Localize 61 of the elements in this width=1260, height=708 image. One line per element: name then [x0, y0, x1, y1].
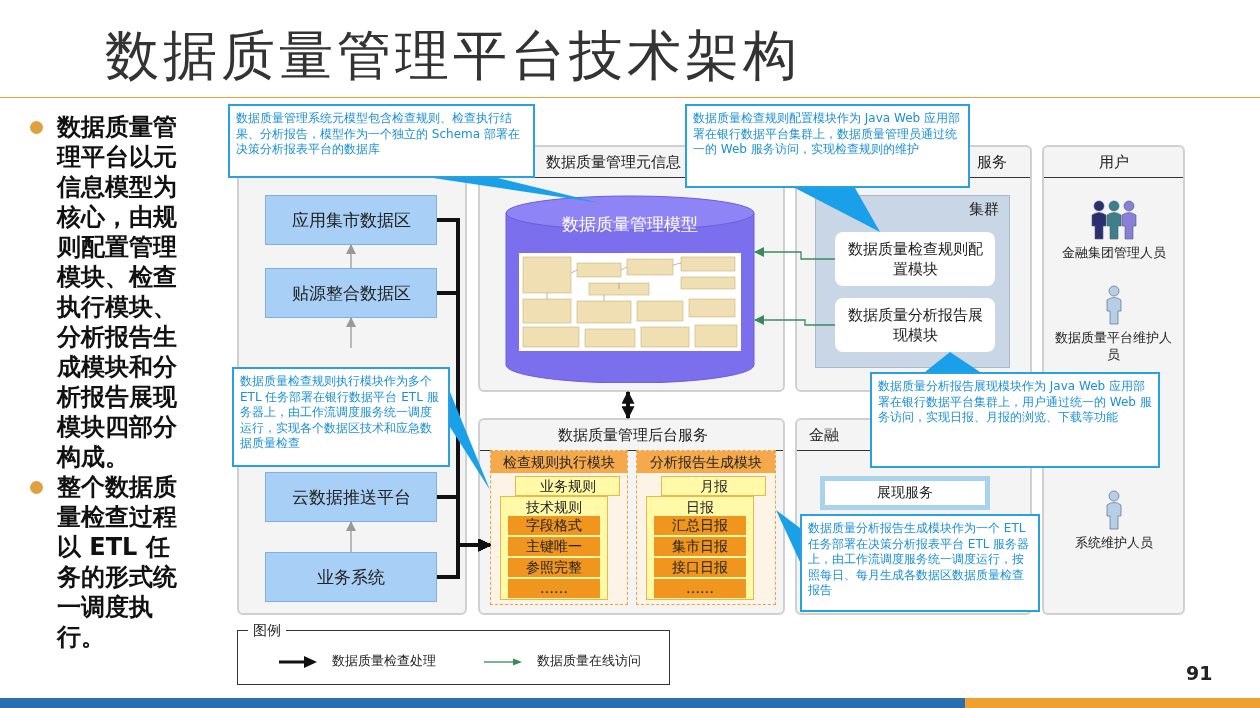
- callout-tooltip: 数据质量管理系统元模型包含检查规则、检查执行结果、分析报告，模型作为一个独立的 Schema 部署在决策分析报表平台的数据库: [228, 104, 535, 178]
- person-label: 金融集团管理人员: [1061, 244, 1166, 261]
- bullet-text: 数据质量管理平台以元信息模型为核心，由规则配置管理模块、检查执行模块、分析报告生成模块和分析报告展现模块四部分构成。: [57, 112, 178, 472]
- document-page: [646, 496, 754, 600]
- panel-header: 数据质量管理元信息: [546, 152, 681, 172]
- person-label: 系统维护人员: [1074, 534, 1153, 551]
- arrow: [754, 247, 836, 260]
- arrow: [437, 538, 492, 579]
- module-panel: [636, 450, 776, 605]
- panel-header: 金融: [809, 425, 839, 445]
- group-panel: [478, 418, 785, 615]
- callout-pointer: [795, 188, 880, 232]
- data-zone-box: 云数据推送平台: [265, 472, 437, 522]
- database-cylinder: [505, 195, 755, 383]
- page-title: 技术规则: [525, 498, 583, 516]
- arrow: [346, 317, 356, 349]
- list-item-bar: 字段格式: [508, 516, 600, 535]
- legend-title: 图例: [248, 621, 286, 639]
- slide-title: 数据质量管理平台技术架构: [105, 24, 801, 88]
- legend-text: 数据质量在线访问: [537, 653, 641, 670]
- callout-tooltip: 数据质量分析报告展现模块作为 Java Web 应用部署在银行数据平台集群上，用户通过统一的 Web 服务访问，实现日报、月报的浏览、下载等功能: [870, 372, 1160, 468]
- arrow: [754, 315, 836, 326]
- panel-header: 用户: [1099, 152, 1129, 172]
- module-box: 数据质量检查规则配置模块: [835, 232, 995, 286]
- list-item-bar: 集市日报: [654, 537, 746, 556]
- cluster-label: 集群: [969, 200, 999, 219]
- panel-header: 数据质量管理后台服务: [558, 425, 708, 445]
- document-page: 月报: [661, 476, 766, 496]
- group-panel: [478, 145, 785, 392]
- arrow: [346, 244, 356, 269]
- legend-text: 数据质量检查处理: [332, 653, 436, 670]
- panel-header: 服务: [977, 152, 1007, 172]
- module-box: 数据质量分析报告展现模块: [835, 298, 995, 352]
- list-item-bar: ……: [508, 579, 600, 598]
- person-label: 数据质量平台维护人员: [1054, 329, 1173, 363]
- bullet-text: 整个数据质量检查过程以 ETL 任务的形式统一调度执行。: [57, 472, 178, 652]
- module-header: 检查规则执行模块: [491, 451, 627, 473]
- list-item-bar: 汇总日报: [654, 516, 746, 535]
- callout-tooltip: 数据质量检查规则配置模块作为 Java Web 应用部署在银行数据平台集群上，数据质量管理员通过统一的 Web 服务访问，实现检查规则的维护: [685, 104, 970, 188]
- arrow: [621, 390, 635, 420]
- list-item-bar: 接口日报: [654, 558, 746, 577]
- page-number: 91: [1186, 662, 1213, 684]
- callout-pointer: [433, 178, 600, 203]
- callout-pointer: [776, 510, 800, 562]
- callout-pointer: [450, 392, 490, 490]
- cylinder-label: 数据质量管理模型: [561, 213, 699, 236]
- document-page: 业务规则: [515, 476, 620, 496]
- module-header: 分析报告生成模块: [637, 451, 775, 473]
- module-panel: [490, 450, 628, 605]
- page-title: 日报: [685, 498, 715, 516]
- cluster-box: [815, 195, 1010, 368]
- data-zone-box: 应用集市数据区: [265, 195, 437, 245]
- arrow: [346, 521, 356, 553]
- list-item-bar: ……: [654, 579, 746, 598]
- service-box: 展现服务: [820, 476, 990, 510]
- data-zone-box: 贴源整合数据区: [265, 268, 437, 318]
- list-item-bar: 主键唯一: [508, 537, 600, 556]
- callout-pointer: [925, 352, 980, 372]
- list-item-bar: 参照完整: [508, 558, 600, 577]
- data-zone-box: 业务系统: [265, 552, 437, 602]
- document-page: [500, 496, 608, 600]
